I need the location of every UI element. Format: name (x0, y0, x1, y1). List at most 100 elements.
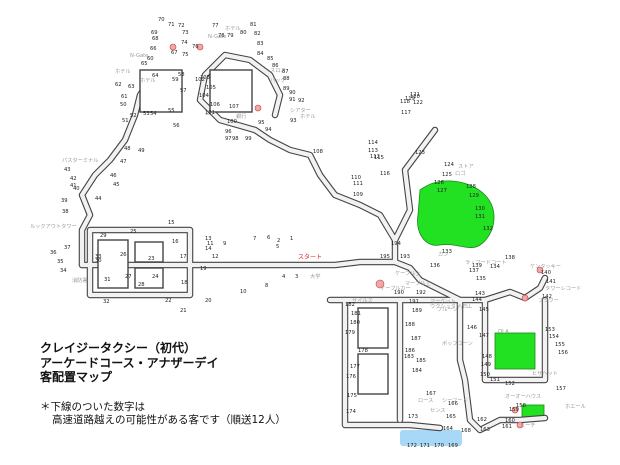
customer-number: 69 (151, 30, 158, 36)
customer-number: 66 (150, 46, 157, 52)
customer-number: 194 (391, 241, 402, 247)
customer-number: 200 (0, 0, 10, 2)
place-label: ビーチ (520, 421, 536, 429)
customer-number: 47 (120, 159, 127, 165)
road-network (78, 51, 549, 434)
customer-number: 145 (479, 307, 489, 313)
customer-number: 13 (205, 236, 212, 242)
customer-number: 24 (152, 274, 159, 280)
customer-number: 148 (482, 354, 492, 360)
customer-number: 177 (350, 364, 360, 370)
customer-number: 38 (62, 209, 69, 215)
customer-number: 175 (347, 393, 357, 399)
customer-number: 167 (426, 391, 436, 397)
customer-number: 115 (374, 155, 384, 161)
customer-number: 131 (475, 214, 485, 220)
customer-number: 161 (502, 424, 512, 430)
customer-number: 57 (180, 88, 187, 94)
customer-number: 7 (253, 236, 256, 242)
customer-number: 63 (128, 84, 135, 90)
customer-number: 132 (483, 226, 493, 232)
customer-number: 36 (50, 250, 57, 256)
customer-number: 164 (443, 426, 454, 432)
customer-number: 18 (181, 280, 188, 286)
beach-water (400, 430, 462, 446)
customer-number: 135 (476, 276, 486, 282)
customer-number: 201 (0, 0, 10, 2)
customer-number: 75 (182, 52, 189, 58)
customer-numbers: 1234567891011121314151617181920212223242… (0, 0, 568, 449)
place-label: ホテル (115, 68, 131, 75)
customer-number: 162 (477, 417, 487, 423)
customer-number: 20 (205, 298, 212, 304)
customer-number: 171 (420, 443, 430, 449)
park-area (417, 180, 495, 248)
place-label: ロゴ (455, 169, 465, 177)
customer-number: 122 (413, 100, 423, 106)
customer-number: 80 (240, 30, 247, 36)
customer-number: 190 (394, 290, 404, 296)
customer-number: 150 (480, 372, 490, 378)
customer-number: 125 (442, 172, 452, 178)
customer-number: 180 (350, 320, 360, 326)
customer-number: 60 (147, 56, 154, 62)
customer-number: 155 (555, 342, 565, 348)
city-blocks (97, 69, 389, 395)
note-line-2: 高速道路越えの可能性がある客です（順送12人） (52, 413, 286, 426)
customer-number: 138 (505, 255, 515, 261)
customer-number: 158 (516, 403, 526, 409)
customer-number: 10 (240, 289, 247, 295)
customer-number: 76 (192, 44, 199, 50)
customer-number: 6 (267, 235, 270, 241)
customer-number: 141 (546, 279, 556, 285)
customer-number: 43 (64, 167, 71, 173)
customer-number: 70 (158, 17, 165, 23)
customer-number: 100 (227, 119, 237, 125)
customer-number: 19 (200, 266, 207, 272)
customer-number: 85 (267, 56, 274, 62)
customer-number: 53 (143, 111, 150, 117)
customer-number: 78 (218, 33, 225, 39)
place-label: マーケット (430, 298, 456, 305)
customer-number: 136 (430, 263, 440, 269)
customer-number: 178 (358, 348, 368, 354)
customer-number: 40 (73, 186, 80, 192)
customer-number: 44 (95, 196, 102, 202)
customer-number: 103 (200, 75, 210, 81)
customer-number: 37 (64, 245, 71, 251)
customer-number: 129 (469, 193, 479, 199)
customer-number: 45 (113, 182, 120, 188)
place-label: ホテル (140, 77, 156, 84)
customer-number: 90 (289, 90, 296, 96)
customer-number: 128 (466, 184, 476, 190)
place-label: ポップコーン (442, 339, 473, 347)
customer-number: 110 (351, 175, 361, 181)
customer-number: 108 (313, 149, 323, 155)
customer-number: 160 (505, 418, 515, 424)
customer-number: 72 (178, 23, 185, 29)
place-label: ホテル (225, 25, 241, 32)
customer-number: 176 (346, 374, 356, 380)
customer-number: 64 (152, 73, 159, 79)
customer-number: 61 (121, 94, 128, 100)
customer-number: 139 (472, 263, 482, 269)
customer-number: 49 (138, 148, 145, 154)
customer-number: 50 (120, 102, 127, 108)
customer-number: 163 (480, 427, 490, 433)
customer-number: 191 (409, 299, 419, 305)
place-label: OLA (498, 329, 509, 335)
park-square (494, 332, 536, 370)
customer-number: 22 (165, 298, 172, 304)
customer-number: 146 (467, 325, 477, 331)
place-label: カン (438, 251, 448, 258)
map-note: ＊下線のついた数字は 高速道路越えの可能性がある客です（順送12人） (40, 401, 286, 426)
customer-number: 26 (120, 252, 127, 258)
customer-number: 56 (173, 123, 180, 129)
customer-number: 65 (141, 61, 148, 67)
customer-number: 197 (0, 0, 10, 2)
place-label: パスターミナル (62, 156, 98, 164)
customer-number: 102 (195, 77, 205, 83)
customer-number: 59 (172, 77, 179, 83)
customer-number: 130 (475, 206, 485, 212)
customer-number: 184 (412, 368, 423, 374)
